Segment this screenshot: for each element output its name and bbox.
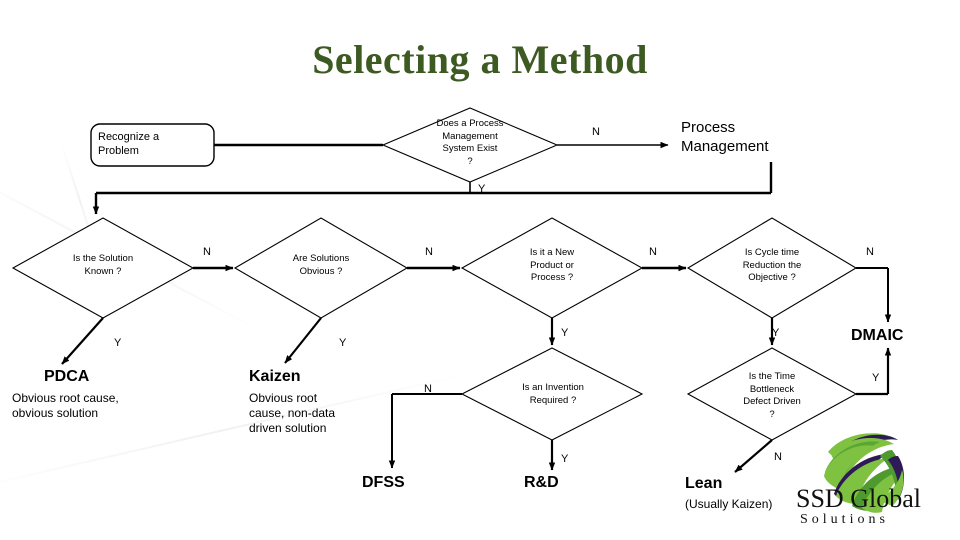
branch-label-pms-yes: Y: [478, 183, 486, 195]
branch-label-solution-known-no: N: [203, 246, 211, 258]
outcome-kaizen-subtext: Obvious root cause, non-data driven solu…: [249, 391, 336, 435]
decision-invention-required-label: Is an Invention Required ?: [522, 382, 584, 406]
branch-label-solutions-obvious-yes: Y: [339, 337, 347, 349]
outcome-dfss: DFSS: [362, 474, 405, 491]
branch-label-invention-yes: Y: [561, 453, 569, 465]
page-title: Selecting a Method: [312, 37, 648, 82]
branch-label-new-product-yes: Y: [561, 327, 569, 339]
ssd-global-logo-icon: [823, 426, 904, 513]
outcome-process-management: Process Management: [681, 119, 769, 155]
outcome-pdca: PDCA: [44, 368, 90, 385]
branch-label-cycle-time-no: N: [866, 246, 874, 258]
outcome-dmaic: DMAIC: [851, 327, 904, 344]
branch-label-pms-no: N: [592, 126, 600, 138]
branch-label-cycle-time-yes: Y: [772, 327, 780, 339]
decision-solution-known-label: Is the Solution Known ?: [72, 253, 134, 277]
outcome-lean: Lean: [685, 475, 723, 492]
branch-label-new-product-no: N: [649, 246, 657, 258]
decision-time-bottleneck-label: Is the Time Bottleneck Defect Driven ?: [743, 371, 801, 420]
decision-new-product-or-process-label: Is it a New Product or Process ?: [529, 247, 575, 283]
decision-process-management-system-label: Does a Process Management System Exist ?: [436, 118, 504, 167]
branch-label-bottleneck-yes: Y: [872, 372, 880, 384]
outcome-pdca-subtext: Obvious root cause, obvious solution: [12, 391, 119, 420]
branch-label-solutions-obvious-no: N: [425, 246, 433, 258]
branch-label-bottleneck-no: N: [774, 451, 782, 463]
start-box-label: Recognize a Problem: [98, 131, 160, 157]
outcome-kaizen: Kaizen: [249, 368, 301, 385]
logo-tagline: Solutions: [800, 512, 889, 527]
branch-label-solution-known-yes: Y: [114, 337, 122, 349]
decision-cycle-time-reduction-label: Is Cycle time Reduction the Objective ?: [742, 247, 802, 283]
outcome-lean-subtext: (Usually Kaizen): [685, 497, 773, 511]
logo-wordmark: SSD Global: [796, 484, 921, 513]
branch-label-invention-no: N: [424, 383, 432, 395]
outcome-rnd: R&D: [524, 474, 559, 491]
decision-solutions-obvious-label: Are Solutions Obvious ?: [292, 253, 350, 277]
